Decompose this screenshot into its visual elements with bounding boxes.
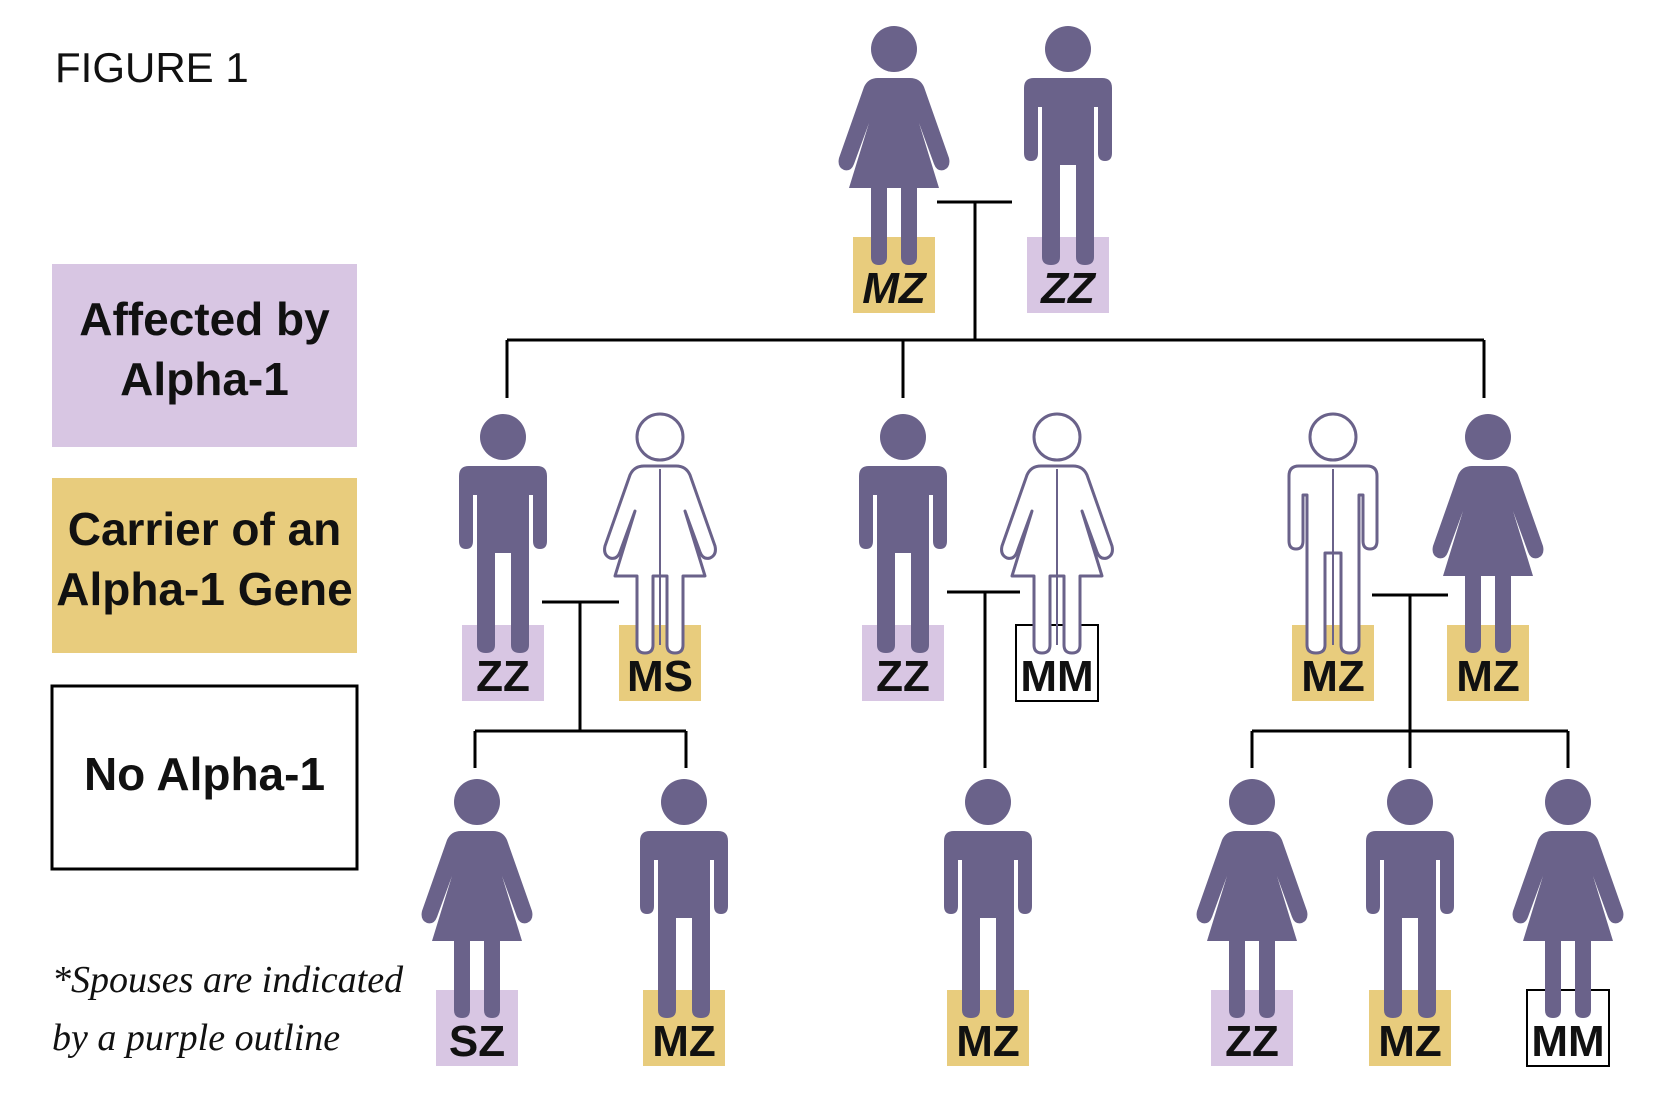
genotype-badge-carrier [853,237,935,313]
person-g3-child-3c: MM [1512,779,1624,1067]
genotype-badge-carrier [643,990,725,1066]
person-g2-spouse-3: MZ [1287,412,1379,701]
person-head-icon [661,779,707,825]
person-head-icon [871,26,917,72]
genotype-label: MM [1531,1017,1604,1066]
genotype-badge-none [1526,989,1610,1067]
person-head-icon [880,414,926,460]
person-g2-son-1: ZZ [459,414,547,701]
genotype-label: SZ [449,1017,505,1066]
genotype-label: MZ [862,264,928,313]
male-figure-icon [1024,78,1112,265]
person-g3-child-3b: MZ [1366,779,1454,1066]
legend-label: Carrier of an [68,503,342,555]
legend-swatch-none [50,684,359,871]
person-head-icon [965,779,1011,825]
person-head-icon [1045,26,1091,72]
person-g2-daughter-3: MZ [1432,414,1544,701]
male-figure-icon [1287,464,1379,655]
person-g2-spouse-2: MM [1000,412,1114,702]
legend-swatch-carrier [52,478,357,653]
person-head-icon [1545,779,1591,825]
person-head-icon [454,779,500,825]
genotype-label: MS [627,652,693,701]
genotype-badge-carrier [1447,625,1529,701]
legend-label: Affected by [79,293,330,345]
person-g1-father: ZZ [1024,26,1112,313]
person-g3-child-1b: MZ [640,779,728,1066]
female-figure-icon [421,831,533,1018]
genotype-badge-affected [862,625,944,701]
person-g3-child-2a: MZ [944,779,1032,1066]
person-g1-mother: MZ [838,26,950,313]
legend-item-none: No Alpha-1 [50,684,359,871]
genotype-label: ZZ [1225,1017,1279,1066]
genotype-label: ZZ [1039,264,1097,313]
person-head-icon [1032,412,1082,462]
note-line: *Spouses are indicated [52,959,404,1001]
spouse-note: *Spouses are indicated by a purple outlin… [52,959,404,1059]
legend-swatch-affected [52,264,357,447]
genotype-badge-affected [1211,990,1293,1066]
genotype-label: MZ [1301,652,1365,701]
legend-label: Alpha-1 Gene [56,563,353,615]
legend-item-affected: Affected by Alpha-1 [52,264,357,447]
person-head-icon [635,412,685,462]
male-figure-icon [459,466,547,653]
person-head-icon [1387,779,1433,825]
person-g2-son-2: ZZ [859,414,947,701]
genotype-label: MM [1020,652,1093,701]
genotype-badge-carrier [947,990,1029,1066]
family-tree-lines [473,200,1570,768]
genotype-label: MZ [652,1017,716,1066]
genotype-badge-affected [1027,237,1109,313]
legend-label: Alpha-1 [120,353,289,405]
female-figure-icon [838,78,950,265]
legend-item-carrier: Carrier of an Alpha-1 Gene [52,478,357,653]
legend-label: No Alpha-1 [84,748,325,800]
male-figure-icon [1366,831,1454,1018]
family-members: MZ ZZ ZZ MS ZZ MM MZ MZ SZ MZ MZ ZZ MZ MM [421,26,1624,1067]
male-figure-icon [859,466,947,653]
genotype-label: MZ [1456,652,1520,701]
person-g3-child-1a: SZ [421,779,533,1066]
genotype-badge-affected [462,625,544,701]
person-head-icon [480,414,526,460]
genotype-badge-carrier [1369,990,1451,1066]
female-figure-icon [1512,831,1624,1018]
female-figure-icon [1432,466,1544,653]
genotype-badge-affected [436,990,518,1066]
male-figure-icon [640,831,728,1018]
female-figure-icon [1196,831,1308,1018]
male-figure-icon [944,831,1032,1018]
person-g3-child-3a: ZZ [1196,779,1308,1066]
note-line: by a purple outline [52,1017,340,1059]
figure-title: FIGURE 1 [55,44,249,91]
person-head-icon [1465,414,1511,460]
genotype-label: MZ [956,1017,1020,1066]
person-g2-spouse-1: MS [603,412,717,701]
genotype-label: MZ [1378,1017,1442,1066]
person-head-icon [1229,779,1275,825]
genotype-label: ZZ [476,652,530,701]
person-head-icon [1308,412,1358,462]
genotype-label: ZZ [876,652,930,701]
